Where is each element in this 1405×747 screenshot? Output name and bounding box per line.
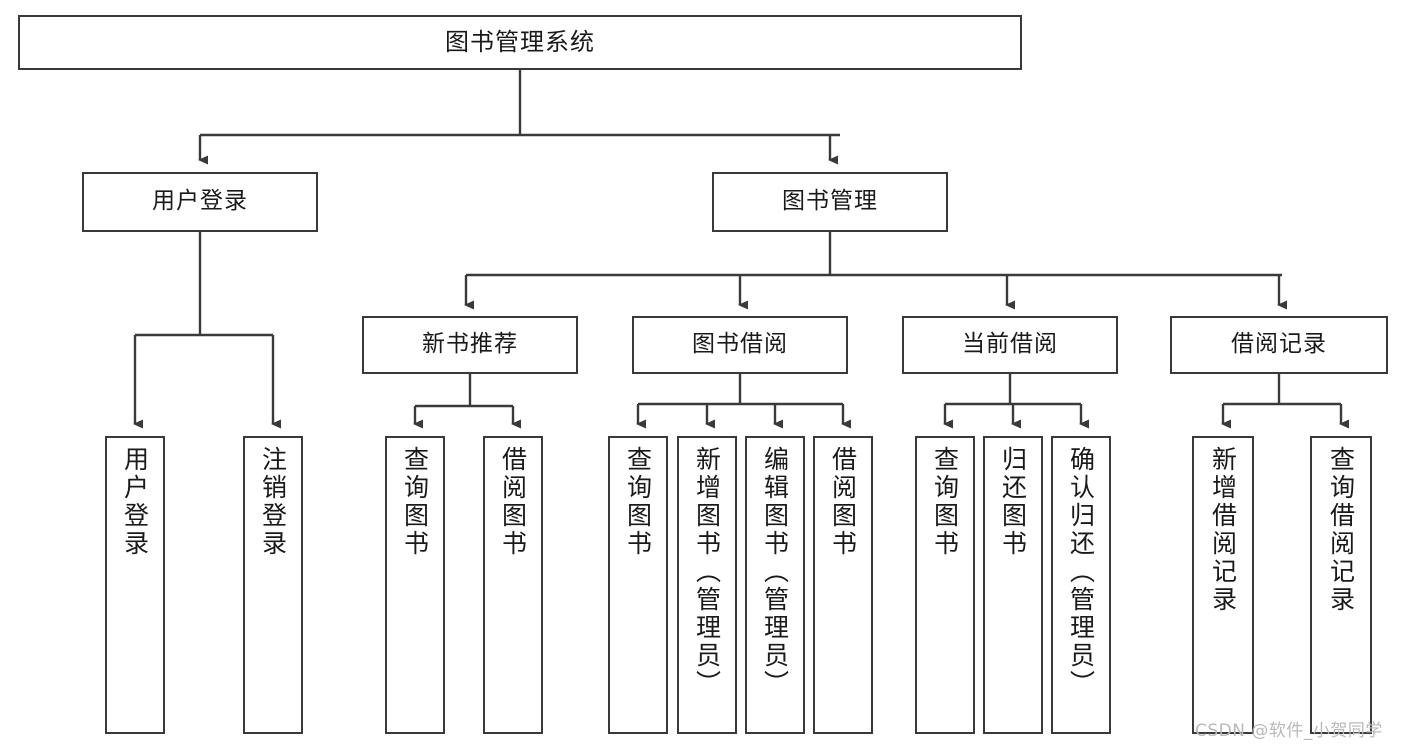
node-new-book-recommend-label: 新书推荐 (422, 331, 518, 358)
node-leaf-borrow-book-1-label: 借阅图书 (498, 446, 528, 558)
node-leaf-query-record-label: 查询借阅记录 (1326, 446, 1356, 614)
node-book-manage[interactable]: 图书管理 (712, 172, 948, 232)
node-leaf-add-book[interactable]: 新增图书（管理员） (677, 436, 737, 734)
node-borrow-record-label: 借阅记录 (1231, 331, 1327, 358)
node-leaf-add-record[interactable]: 新增借阅记录 (1192, 436, 1254, 734)
node-current-borrow-label: 当前借阅 (962, 331, 1058, 358)
node-leaf-query-book-2[interactable]: 查询图书 (608, 436, 668, 734)
node-root[interactable]: 图书管理系统 (18, 15, 1022, 70)
node-leaf-borrow-book-1[interactable]: 借阅图书 (483, 436, 543, 734)
node-book-borrow[interactable]: 图书借阅 (632, 316, 848, 374)
node-leaf-user-login[interactable]: 用户登录 (105, 436, 165, 734)
node-leaf-user-login-label: 用户登录 (120, 446, 150, 558)
node-current-borrow[interactable]: 当前借阅 (902, 316, 1118, 374)
node-leaf-user-logout-label: 注销登录 (258, 446, 288, 558)
node-leaf-confirm-return[interactable]: 确认归还（管理员） (1051, 436, 1111, 734)
node-leaf-edit-book-label: 编辑图书（管理员） (760, 446, 790, 698)
node-book-borrow-label: 图书借阅 (692, 331, 788, 358)
node-leaf-add-record-label: 新增借阅记录 (1208, 446, 1238, 614)
node-leaf-query-book-2-label: 查询图书 (623, 446, 653, 558)
node-leaf-return-book[interactable]: 归还图书 (983, 436, 1043, 734)
node-leaf-borrow-book-2-label: 借阅图书 (828, 446, 858, 558)
node-borrow-record[interactable]: 借阅记录 (1170, 316, 1388, 374)
node-user-login[interactable]: 用户登录 (82, 172, 318, 232)
node-book-manage-label: 图书管理 (782, 188, 878, 215)
node-leaf-user-logout[interactable]: 注销登录 (243, 436, 303, 734)
node-new-book-recommend[interactable]: 新书推荐 (362, 316, 578, 374)
csdn-watermark: CSDN @软件_小贺同学 (1195, 721, 1383, 741)
node-leaf-confirm-return-label: 确认归还（管理员） (1066, 446, 1096, 698)
node-leaf-query-book-3[interactable]: 查询图书 (915, 436, 975, 734)
node-leaf-query-book-3-label: 查询图书 (930, 446, 960, 558)
node-user-login-label: 用户登录 (152, 188, 248, 215)
node-leaf-return-book-label: 归还图书 (998, 446, 1028, 558)
node-leaf-query-book-1-label: 查询图书 (400, 446, 430, 558)
node-leaf-edit-book[interactable]: 编辑图书（管理员） (745, 436, 805, 734)
node-leaf-add-book-label: 新增图书（管理员） (692, 446, 722, 698)
node-leaf-query-record[interactable]: 查询借阅记录 (1310, 436, 1372, 734)
node-root-label: 图书管理系统 (445, 28, 595, 57)
node-leaf-borrow-book-2[interactable]: 借阅图书 (813, 436, 873, 734)
node-leaf-query-book-1[interactable]: 查询图书 (385, 436, 445, 734)
